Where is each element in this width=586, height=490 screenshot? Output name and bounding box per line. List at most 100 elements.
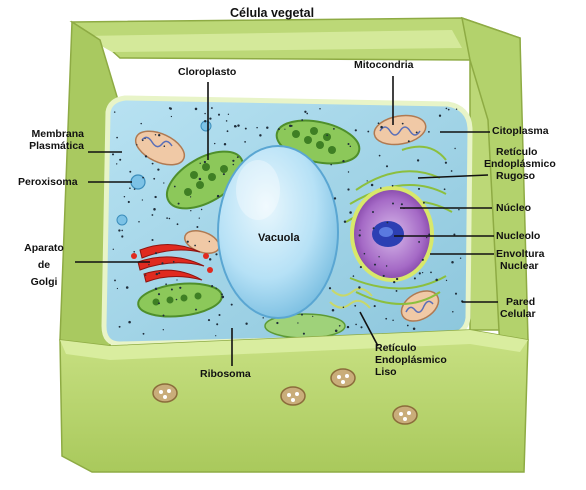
ribosome-speck: [116, 287, 119, 290]
ribosome-speck: [417, 187, 421, 190]
ribosome-speck: [196, 226, 199, 228]
ribosome-speck: [237, 124, 240, 127]
ribosome-speck: [141, 139, 144, 142]
ribosome-speck: [157, 168, 160, 171]
ribosome-speck: [276, 321, 279, 325]
ribosome-speck: [223, 143, 227, 146]
ribosome-speck: [347, 143, 350, 145]
ribosome-speck: [200, 208, 203, 211]
ribosome-speck: [382, 274, 385, 277]
vacuole: [217, 145, 339, 319]
label-aparato-golgi: Aparato de Golgi: [18, 240, 70, 291]
ribosome-speck: [166, 217, 168, 219]
ribosome-speck: [334, 329, 338, 333]
chloroplast-bottom: [137, 282, 223, 318]
ribosome-speck: [342, 306, 345, 309]
ribosome-speck: [173, 185, 176, 188]
ribosome-speck: [458, 208, 460, 211]
ribosome-speck: [226, 130, 229, 133]
ribosome-speck: [435, 278, 438, 282]
ribosome-speck: [407, 140, 410, 143]
ribosome-speck: [412, 327, 416, 331]
peroxisome: [116, 120, 212, 226]
label-golgi-line1: Aparato: [24, 242, 64, 254]
ribosome-speck: [144, 155, 148, 158]
ribosome-speck: [209, 117, 212, 120]
ribosome-speck: [195, 308, 197, 311]
label-reticulo-liso: Retículo Endoplásmico Liso: [375, 342, 447, 378]
ribosome-speck: [354, 304, 357, 307]
ribosome-speck: [116, 136, 118, 139]
ribosome-speck: [128, 320, 131, 324]
ribosome-speck: [445, 279, 448, 282]
ribosome-speck: [447, 108, 450, 111]
ribosome-speck: [216, 323, 219, 326]
label-rel-line1: Retículo: [375, 342, 417, 354]
label-rer-line1: Retículo: [496, 146, 538, 158]
ribosome-speck: [360, 326, 363, 329]
ribosome-speck: [215, 253, 218, 256]
ribosome-speck: [454, 147, 456, 150]
leader-reticulo-liso: [359, 311, 379, 347]
ribosome-speck: [416, 159, 420, 162]
ribosome-speck: [373, 263, 377, 266]
ribosome-speck: [154, 252, 158, 255]
leader-reticulo-rugoso: [417, 174, 489, 179]
ribosome-speck: [352, 275, 355, 277]
label-reticulo-rugoso: Retículo Endoplásmico Rugoso: [484, 146, 556, 182]
label-pared-line2: Celular: [500, 308, 536, 320]
ribosome-speck: [207, 319, 211, 322]
ribosome-speck: [114, 279, 116, 282]
ribosome-speck: [169, 107, 172, 110]
ribosome-speck: [165, 283, 167, 286]
ribosome-speck: [277, 128, 280, 131]
ribosome-speck: [385, 265, 388, 267]
ribosome-speck: [355, 323, 357, 326]
label-nucleo: Núcleo: [496, 202, 532, 214]
diagram-title: Célula vegetal: [230, 6, 315, 20]
ribosome-speck: [290, 124, 293, 127]
ribosome-speck: [113, 111, 116, 113]
ribosome-speck: [218, 313, 221, 317]
ribosome-speck: [204, 112, 206, 115]
ribosome-speck: [343, 220, 347, 223]
ribosome-speck: [367, 130, 370, 133]
ribosome-speck: [256, 126, 258, 129]
ribosome-speck: [304, 110, 307, 113]
ribosome-speck: [177, 202, 180, 205]
ribosome-speck: [133, 250, 136, 253]
ribosome-speck: [141, 199, 144, 201]
ribosome-speck: [154, 134, 157, 136]
ribosome-speck: [244, 141, 246, 143]
label-rel-line3: Liso: [375, 366, 397, 378]
ribosome-speck: [227, 113, 230, 115]
ribosome-speck: [333, 197, 337, 200]
nucleus: [350, 186, 434, 282]
ribosome-speck: [158, 272, 161, 275]
ribosome-speck: [203, 160, 207, 164]
ribosome-speck: [144, 137, 146, 140]
ribosome-speck: [306, 112, 309, 115]
ribosome-speck: [119, 158, 122, 161]
ribosome-speck: [121, 235, 124, 238]
ribosome-speck: [232, 159, 235, 162]
mitochondrion-left: [134, 130, 186, 166]
ribosome-speck: [380, 125, 383, 129]
ribosome-speck: [349, 145, 352, 148]
ribosome-speck: [123, 195, 126, 198]
ribosome-speck: [179, 286, 182, 289]
ribosome-speck: [359, 266, 362, 269]
ribosome-speck: [175, 298, 178, 301]
ribosome-speck: [163, 145, 166, 147]
ribosome-speck: [129, 187, 131, 190]
label-membrana-plasmatica: Membrana Plasmática: [8, 128, 84, 152]
ribosome-speck: [148, 263, 150, 266]
ribosome-speck: [366, 180, 368, 182]
ribosome-speck: [347, 171, 350, 173]
ribosome-speck: [338, 324, 341, 327]
ribosome-speck: [170, 288, 173, 291]
ribosome-speck: [142, 176, 145, 179]
label-cloroplasto: Cloroplasto: [178, 66, 237, 78]
ribosome-speck: [450, 170, 453, 172]
label-rer-line2: Endoplásmico: [484, 158, 556, 170]
